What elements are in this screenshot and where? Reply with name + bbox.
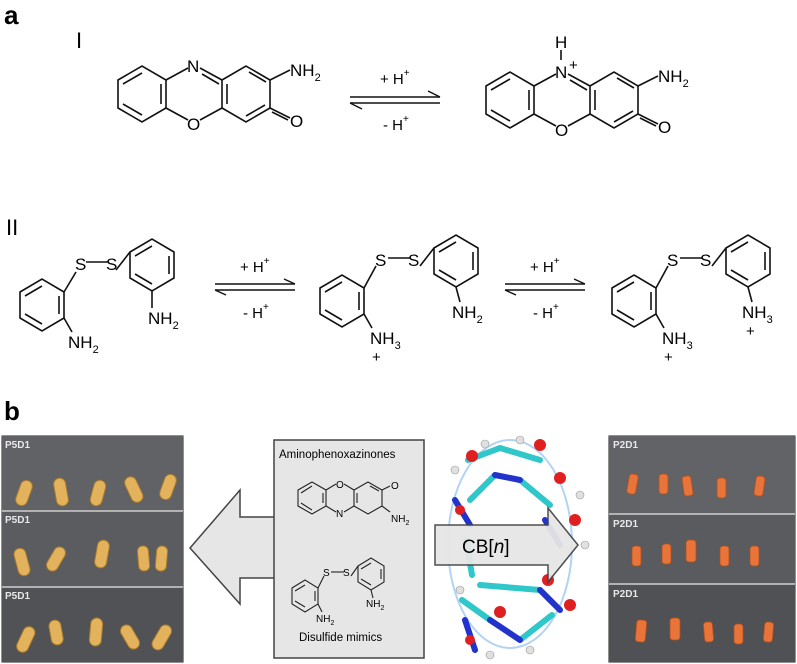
scheme-II-mol1-amine-b: NH2 [148,309,179,332]
cucurbituril-model [447,435,590,660]
right-photo-tag-3: P2D1 [613,589,638,600]
scheme-II-step2-forward: + H+ [530,256,560,276]
panel-label-a: a [4,0,19,30]
mid-box-title-bottom: Disulfide mimics [299,632,382,644]
scheme-I-forward-label: + H+ [380,68,410,88]
mini-phenoxazinone-ketone: O [391,481,399,492]
scheme-I-equilibrium-arrow [349,90,441,110]
mini-disulfide-amine-b: NH2 [366,599,384,612]
mini-disulfide-s2: S [343,568,350,579]
scheme-I-left-o: O [187,115,200,134]
mini-phenoxazinone [297,481,391,515]
scheme-II-mol3-amine-b: NH3 [742,303,773,326]
scheme-II-step1-arrow [214,278,296,296]
scheme-II-mol3-s1: S [667,251,678,270]
scheme-II-step2-reverse: - H+ [533,302,559,322]
big-left-arrow [189,487,276,606]
scheme-II-mol3-amine-a-charge: + [664,349,673,366]
scheme-II-mol2-amine-a: NH3 [370,329,401,352]
scheme-II-mol3-amine-a: NH3 [662,329,693,352]
left-photo-tag-3: P5D1 [5,591,30,602]
right-seeds [626,473,775,645]
scheme-I-right-amine: NH2 [658,67,689,90]
right-photo-tag-1: P2D1 [613,440,638,451]
scheme-I-right-n: N [555,63,567,82]
scheme-I-right-n-charge: + [569,57,578,74]
scheme-II-mol2-s2: S [408,251,419,270]
scheme-II-mol1-amine-a: NH2 [68,333,99,356]
scheme-II-mol2 [319,234,479,329]
mini-phenoxazinone-o: O [336,480,344,491]
scheme-II-step2-arrow [504,278,586,296]
scheme-I-left-amine: NH2 [290,61,321,84]
mini-disulfide-amine-a: NH2 [316,614,334,627]
scheme-II-mol1-s1: S [75,255,86,274]
cb-arrow [434,505,579,585]
scheme-II-step1-reverse: - H+ [243,302,269,322]
scheme-II-mol3-s2: S [700,251,711,270]
mini-phenoxazinone-amine: NH2 [391,514,409,527]
mid-box [273,439,425,659]
scheme-I-right-molecule [485,50,659,129]
scheme-I-reverse-label: - H+ [383,114,409,134]
scheme-II-step1-forward: + H+ [240,256,270,276]
mini-disulfide [291,557,385,613]
scheme-I-left-ketone: O [290,112,303,131]
scheme-II-mol1 [19,238,175,333]
panel-label-b: b [4,396,20,426]
scheme-label-two: II [6,215,18,240]
scheme-label-one: I [76,28,82,53]
cb-label: CB[n] [462,537,510,558]
scheme-II-mol1-s2: S [106,255,117,274]
scheme-I-right-ketone: O [658,118,671,137]
scheme-II-mol3-amine-b-charge: + [746,323,755,340]
left-seeds [13,473,177,653]
mini-disulfide-s1: S [323,568,330,579]
left-photo-tag-1: P5D1 [5,440,30,451]
mid-box-title-top: Aminophenoxazinones [279,449,396,461]
scheme-I-left-molecule [117,65,291,123]
mini-phenoxazinone-n: N [336,509,343,520]
scheme-II-mol2-amine-a-charge: + [372,349,381,366]
right-photo-tag-2: P2D1 [613,519,638,530]
left-photo-tag-2: P5D1 [5,515,30,526]
scheme-II-mol2-amine-b: NH2 [452,303,483,326]
scheme-II-mol2-s1: S [375,251,386,270]
scheme-II-mol3 [611,234,771,329]
scheme-I-left-n: N [187,57,199,76]
scheme-I-right-h: H [555,33,567,52]
scheme-I-right-o: O [555,121,568,140]
